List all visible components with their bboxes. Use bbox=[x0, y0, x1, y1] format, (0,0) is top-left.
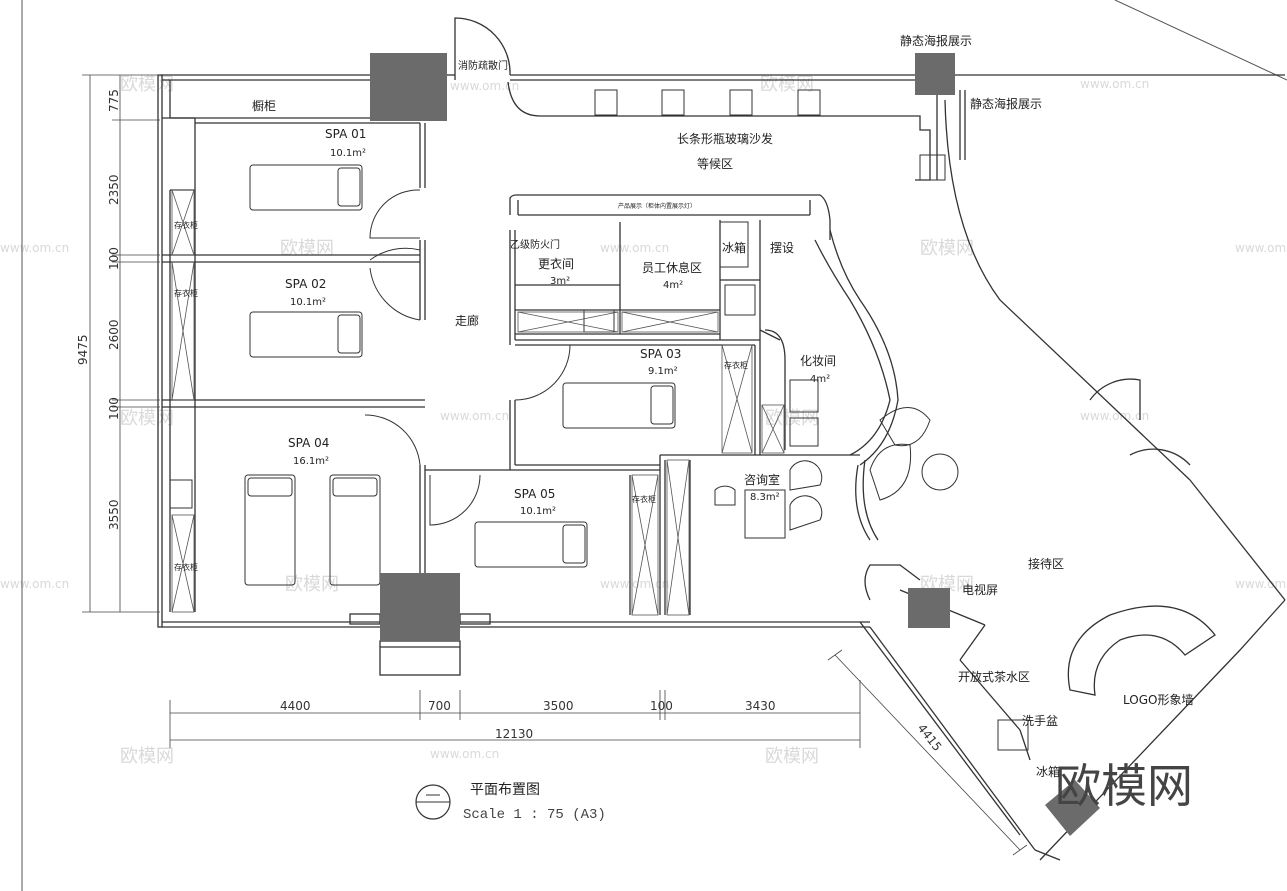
dim-text: 775 bbox=[107, 89, 121, 112]
area-label: 橱柜 bbox=[252, 99, 276, 113]
dim-text: 3550 bbox=[107, 499, 121, 530]
dim-text: 4400 bbox=[280, 699, 311, 713]
room-area: 10.1m² bbox=[330, 148, 366, 159]
sheet-border bbox=[21, 0, 1287, 891]
room-area: 8.3m² bbox=[750, 492, 780, 503]
columns bbox=[370, 53, 1100, 836]
dim-text: 2350 bbox=[107, 174, 121, 205]
column bbox=[915, 53, 955, 95]
column bbox=[380, 573, 460, 641]
room-name: SPA 02 bbox=[285, 277, 326, 291]
room-area: 10.1m² bbox=[520, 506, 556, 517]
dim-text: 12130 bbox=[495, 727, 533, 741]
area-label: 产品展示（柜体内置展示灯） bbox=[618, 202, 696, 210]
room-name: SPA 01 bbox=[325, 127, 366, 141]
locker-label: 存衣柜 bbox=[174, 562, 198, 572]
dimension-lines bbox=[82, 74, 1028, 856]
locker-label: 存衣柜 bbox=[724, 360, 748, 370]
watermark-text: www.om.cn bbox=[0, 577, 69, 591]
column bbox=[908, 588, 950, 628]
area-label: 开放式茶水区 bbox=[958, 669, 1030, 684]
locker-label: 存衣柜 bbox=[632, 494, 656, 504]
locker-label: 存衣柜 bbox=[174, 288, 198, 298]
area-label: 长条形瓶玻璃沙发 bbox=[677, 131, 773, 146]
locker-hatches bbox=[171, 189, 785, 616]
area-label: 冰箱 bbox=[722, 240, 746, 255]
walls bbox=[157, 17, 1286, 861]
watermark-text: www.om.cn bbox=[440, 409, 509, 423]
door-swings bbox=[364, 189, 620, 526]
area-label: 静态海报展示 bbox=[970, 96, 1042, 111]
dim-text: 100 bbox=[107, 247, 121, 270]
dim-text: 2600 bbox=[107, 319, 121, 350]
room-labels: SPA 01 10.1m² SPA 02 10.1m² SPA 03 9.1m²… bbox=[174, 33, 1193, 779]
room-area: 10.1m² bbox=[290, 297, 326, 308]
room-area: 16.1m² bbox=[293, 456, 329, 467]
watermark-text: 欧模网 bbox=[120, 74, 174, 95]
watermark-text: www.om.cn bbox=[1080, 77, 1149, 91]
watermark-text: www.om.cn bbox=[600, 241, 669, 255]
dim-text: 3430 bbox=[745, 699, 776, 713]
area-label: 等候区 bbox=[697, 157, 733, 171]
room-area: 4m² bbox=[810, 374, 830, 385]
watermark-text: www.om.cn bbox=[1080, 409, 1149, 423]
room-name: 化妆间 bbox=[800, 354, 836, 368]
room-name: 更衣间 bbox=[538, 256, 574, 271]
brand-logo: 欧模网 bbox=[1055, 759, 1193, 813]
watermark-text: www.om.cn bbox=[430, 747, 499, 761]
watermark-text: 欧模网 bbox=[120, 746, 174, 767]
watermark-text: 欧模网 bbox=[920, 238, 974, 259]
area-label: 冰箱 bbox=[1036, 764, 1060, 779]
watermark-pattern: 欧模网 www.om.cn 欧模网 www.om.cn www.om.cn 欧模… bbox=[0, 74, 1287, 767]
furniture bbox=[169, 89, 1029, 751]
dim-text: 4415 bbox=[915, 721, 945, 754]
dim-text: 700 bbox=[428, 699, 451, 713]
area-label: 乙级防火门 bbox=[510, 238, 560, 251]
area-label: LOGO形象墙 bbox=[1123, 693, 1193, 707]
dim-text: 100 bbox=[650, 699, 673, 713]
dim-text: 9475 bbox=[76, 334, 90, 365]
area-label: 洗手盆 bbox=[1022, 714, 1058, 728]
watermark-text: www.om.cn bbox=[1235, 241, 1287, 255]
room-name: SPA 03 bbox=[640, 347, 681, 361]
column bbox=[370, 53, 447, 121]
drawing-title: 平面布置图 bbox=[470, 782, 540, 798]
title-block: 平面布置图 Scale 1 : 75 (A3) bbox=[415, 782, 606, 823]
room-area: 9.1m² bbox=[648, 366, 678, 377]
column bbox=[1045, 780, 1100, 836]
watermark-text: 欧模网 bbox=[280, 238, 334, 259]
area-label: 接待区 bbox=[1028, 556, 1064, 571]
area-label: 摆设 bbox=[770, 241, 794, 255]
watermark-text: www.om.cn bbox=[1235, 577, 1287, 591]
watermark-text: 欧模网 bbox=[120, 408, 174, 429]
watermark-text: 欧模网 bbox=[285, 574, 339, 595]
area-label: 消防疏散门 bbox=[458, 59, 508, 72]
drawing-scale: Scale 1 : 75 (A3) bbox=[463, 807, 606, 823]
room-name: 咨询室 bbox=[744, 472, 780, 487]
dim-text: 3500 bbox=[543, 699, 574, 713]
area-label: 走廊 bbox=[455, 313, 479, 328]
watermark-text: www.om.cn bbox=[600, 577, 669, 591]
watermark-text: www.om.cn bbox=[450, 79, 519, 93]
watermark-text: 欧模网 bbox=[760, 74, 814, 95]
dim-text: 100 bbox=[107, 397, 121, 420]
room-name: SPA 04 bbox=[288, 436, 329, 450]
area-label: 静态海报展示 bbox=[900, 33, 972, 48]
watermark-text: 欧模网 bbox=[765, 746, 819, 767]
area-label: 电视屏 bbox=[962, 582, 998, 597]
room-name: SPA 05 bbox=[514, 487, 555, 501]
room-area: 4m² bbox=[663, 280, 683, 291]
room-name: 员工休息区 bbox=[642, 260, 702, 275]
watermark-text: www.om.cn bbox=[0, 241, 69, 255]
room-area: 3m² bbox=[550, 276, 570, 287]
locker-label: 存衣柜 bbox=[174, 220, 198, 230]
